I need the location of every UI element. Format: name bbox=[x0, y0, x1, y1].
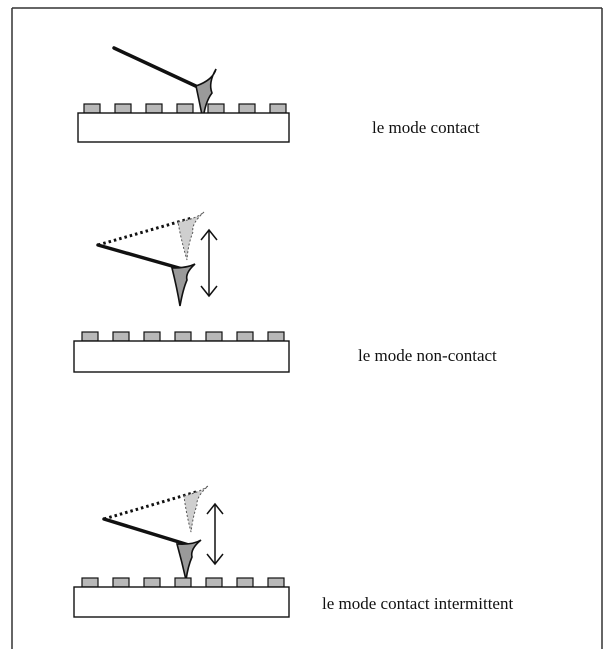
cantilever bbox=[102, 517, 194, 548]
surface-pads bbox=[81, 577, 285, 588]
figure-frame bbox=[11, 7, 603, 649]
intermittent-mode-panel bbox=[73, 485, 290, 618]
double-arrow-icon bbox=[206, 502, 224, 566]
afm-tip-icon-ghost bbox=[183, 485, 209, 533]
sample-substrate bbox=[77, 112, 290, 143]
contact-mode-panel bbox=[77, 46, 290, 143]
intermittent-mode-label: le mode contact intermittent bbox=[322, 594, 514, 613]
cantilever-raised-dotted bbox=[97, 216, 193, 247]
afm-tip-icon bbox=[170, 263, 196, 307]
double-arrow-icon bbox=[200, 228, 218, 298]
sample-substrate bbox=[73, 586, 290, 618]
non-contact-mode-label: le mode non-contact bbox=[358, 346, 497, 365]
non-contact-mode-panel bbox=[73, 211, 290, 373]
sample-substrate bbox=[73, 340, 290, 373]
contact-mode-label: le mode contact bbox=[372, 118, 480, 137]
cantilever bbox=[112, 46, 202, 90]
cantilever bbox=[96, 243, 188, 272]
afm-tip-icon-ghost bbox=[177, 211, 205, 261]
afm-tip-icon bbox=[195, 68, 217, 121]
surface-pads bbox=[81, 331, 285, 342]
surface-pads bbox=[83, 103, 287, 114]
afm-tip-icon bbox=[175, 539, 202, 581]
cantilever-raised-dotted bbox=[103, 490, 197, 521]
